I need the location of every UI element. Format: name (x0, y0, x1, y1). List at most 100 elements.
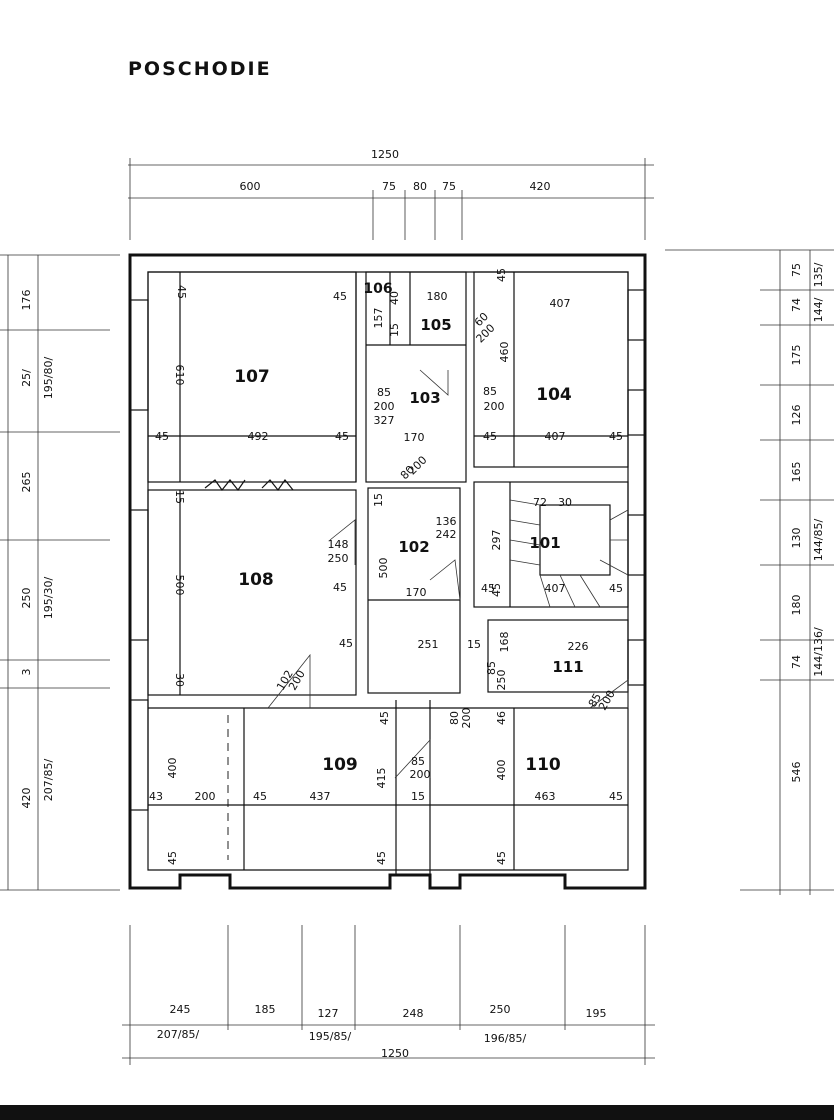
dim-109-h: 200 (410, 768, 431, 781)
dim-101-c: 30 (558, 496, 572, 509)
dim-misc-a: 43 (149, 790, 163, 803)
dim-109-i: 45 (375, 851, 388, 865)
right-dim-13: 546 (790, 762, 803, 783)
dim-106-a: 157 (372, 308, 385, 329)
right-dim-12: 144/136/ (812, 627, 825, 677)
left-dim-3: 195/80/ (42, 357, 55, 400)
dim-109-g: 85 (411, 755, 425, 768)
left-dim-5: 250 (20, 588, 33, 609)
dim-misc-c: 400 (166, 758, 179, 779)
dim-110-b: 400 (495, 760, 508, 781)
bottom-dim-1: 245 (170, 1003, 191, 1016)
room-106-label: 106 (363, 281, 392, 297)
left-dim-8: 420 (20, 788, 33, 809)
dim-104-e: 200 (484, 400, 505, 413)
top-dim-5: 420 (530, 180, 551, 193)
dim-104-h: 45 (609, 430, 623, 443)
room-103-label: 103 (409, 389, 440, 407)
left-dimensions: 176 25/ 195/80/ 265 250 195/30/ 3 420 20… (0, 254, 120, 891)
dim-110-c: 463 (535, 790, 556, 803)
left-dim-1: 176 (20, 290, 33, 311)
interior-dimensions: 45 610 45 492 45 45 157 40 15 180 60 200… (149, 268, 623, 865)
dim-103-c: 327 (374, 414, 395, 427)
dim-108-e: 250 (328, 552, 349, 565)
dim-101-d: 45 (481, 582, 495, 595)
right-dim-3: 74 (790, 298, 803, 312)
top-dim-4: 75 (442, 180, 456, 193)
bottom-dim-6: 195 (586, 1007, 607, 1020)
dim-102-b: 500 (377, 558, 390, 579)
bottom-opening-1: 207/85/ (157, 1028, 200, 1041)
room-labels: 107 106 105 104 103 102 101 108 111 109 … (234, 281, 583, 775)
dim-107-d: 492 (248, 430, 269, 443)
bottom-dim-3: 127 (318, 1007, 339, 1020)
right-dim-6: 126 (790, 405, 803, 426)
dim-misc-b: 200 (195, 790, 216, 803)
dim-103-b: 200 (374, 400, 395, 413)
dim-101-g: 45 (490, 583, 503, 597)
dim-107-f: 45 (333, 290, 347, 303)
left-dim-6: 195/30/ (42, 577, 55, 620)
top-dim-2: 75 (382, 180, 396, 193)
plan-title: POSCHODIE (128, 58, 272, 80)
dim-108-c: 30 (173, 673, 186, 687)
dim-104-a: 45 (495, 268, 508, 282)
dim-102-d: 136 (436, 515, 457, 528)
dim-107-e: 45 (335, 430, 349, 443)
dim-104-d: 85 (483, 385, 497, 398)
top-dim-3: 80 (413, 180, 427, 193)
room-101-label: 101 (529, 534, 560, 552)
right-dim-9: 144/85/ (812, 519, 825, 562)
dim-110-g: 45 (495, 851, 508, 865)
dim-110-e: 85 (586, 691, 604, 710)
dim-105-a: 180 (427, 290, 448, 303)
dim-101-b: 72 (533, 496, 547, 509)
dim-101-e: 407 (545, 582, 566, 595)
dim-misc-h: 80 (448, 711, 461, 725)
dim-109-d: 437 (310, 790, 331, 803)
dim-109-e: 415 (375, 768, 388, 789)
bottom-dimensions: 245 185 127 248 250 195 207/85/ 195/85/ … (122, 925, 655, 1065)
dim-102-e: 242 (436, 528, 457, 541)
left-dim-9: 207/85/ (42, 759, 55, 802)
dim-misc-f: 15 (467, 638, 481, 651)
dim-109-c: 45 (253, 790, 267, 803)
right-dim-8: 130 (790, 528, 803, 549)
right-dim-10: 180 (790, 595, 803, 616)
room-107-label: 107 (234, 367, 270, 387)
room-108-label: 108 (238, 570, 274, 590)
bottom-dim-2: 185 (255, 1003, 276, 1016)
bottom-total-dim: 1250 (381, 1047, 409, 1060)
bottom-opening-3: 196/85/ (484, 1032, 527, 1045)
room-109-label: 109 (322, 755, 358, 775)
dim-101-f: 45 (609, 582, 623, 595)
room-111-label: 111 (552, 658, 583, 676)
interior-walls (147, 271, 629, 875)
room-110-label: 110 (525, 755, 561, 775)
right-dimensions: 75 135/ 74 144/ 175 126 165 130 144/85/ … (665, 249, 834, 895)
dim-misc-d: 45 (166, 851, 179, 865)
top-total-dim: 1250 (371, 148, 399, 161)
dim-108-b: 500 (173, 575, 186, 596)
dim-106-c: 15 (388, 323, 401, 337)
dim-107-a: 45 (175, 285, 188, 299)
bottom-dim-5: 250 (490, 1003, 511, 1016)
dim-111-c: 85 (485, 661, 498, 675)
right-dim-5: 175 (790, 345, 803, 366)
dim-102-c: 170 (406, 586, 427, 599)
room-105-label: 105 (420, 316, 451, 334)
scan-edge-bar (0, 1105, 834, 1120)
dim-102-a: 15 (372, 493, 385, 507)
dim-109-f: 15 (411, 790, 425, 803)
dim-108-f: 45 (333, 581, 347, 594)
dim-110-a: 46 (495, 711, 508, 725)
bottom-opening-2: 195/85/ (309, 1030, 352, 1043)
dim-104-b: 407 (550, 297, 571, 310)
dim-103-a: 85 (377, 386, 391, 399)
top-dim-1: 600 (240, 180, 261, 193)
dim-misc-g: 45 (378, 711, 391, 725)
right-dim-11: 74 (790, 655, 803, 669)
left-dim-7: 3 (20, 669, 33, 676)
dim-104-c: 460 (498, 342, 511, 363)
